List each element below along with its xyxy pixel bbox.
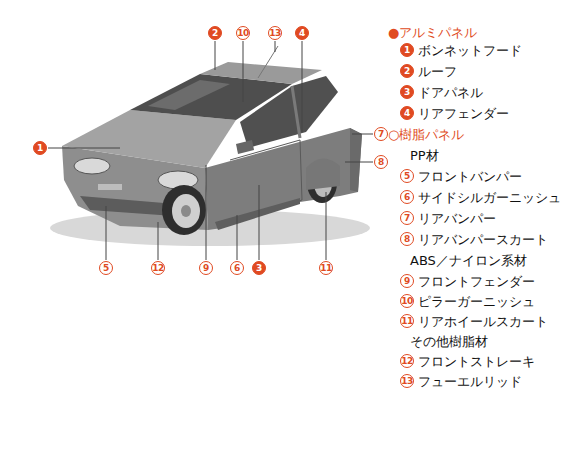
- part-name: ピラーガーニッシュ: [418, 295, 535, 308]
- part-name: リアフェンダー: [418, 107, 509, 120]
- callout-number: 12: [151, 261, 165, 275]
- part-name: フロントストレーキ: [418, 355, 535, 368]
- callout-number: 11: [319, 261, 333, 275]
- callout-number: 7: [374, 127, 388, 141]
- list-number: 2: [400, 64, 414, 78]
- part-name: ルーフ: [418, 65, 457, 78]
- callout-number: 10: [236, 26, 250, 40]
- part-name: その他樹脂材: [410, 335, 488, 348]
- part-name: ボンネットフード: [418, 44, 522, 57]
- part-name: ドアパネル: [418, 86, 483, 99]
- list-number: 10: [400, 294, 414, 308]
- group-heading: ○樹脂パネル: [388, 128, 464, 141]
- callout-number: 9: [199, 261, 213, 275]
- part-name: フロントバンパー: [418, 170, 522, 183]
- part-name: フロントフェンダー: [418, 275, 535, 288]
- list-number: 7: [400, 211, 414, 225]
- part-name: リアバンパースカート: [418, 233, 548, 246]
- callout-number: 3: [252, 261, 266, 275]
- list-number: 3: [400, 85, 414, 99]
- list-number: 9: [400, 274, 414, 288]
- part-name: PP材: [410, 149, 439, 162]
- list-number: 8: [400, 232, 414, 246]
- callout-number: 5: [99, 261, 113, 275]
- group-heading: ●アルミパネル: [388, 26, 477, 39]
- callout-number: 1: [33, 141, 47, 155]
- callout-number: 4: [295, 26, 309, 40]
- list-number: 4: [400, 106, 414, 120]
- part-name: サイドシルガーニッシュ: [418, 191, 561, 204]
- part-name: ABS／ナイロン系材: [410, 254, 527, 267]
- list-number: 5: [400, 169, 414, 183]
- list-number: 11: [400, 314, 414, 328]
- list-number: 6: [400, 190, 414, 204]
- list-number: 12: [400, 354, 414, 368]
- part-name: フューエルリッド: [418, 375, 522, 388]
- part-name: リアバンパー: [418, 212, 496, 225]
- callout-number: 6: [230, 261, 244, 275]
- callout-number: 8: [374, 155, 388, 169]
- list-number: 13: [400, 374, 414, 388]
- part-name: リアホイールスカート: [418, 315, 548, 328]
- callout-number: 2: [208, 26, 222, 40]
- list-number: 1: [400, 43, 414, 57]
- callout-number: 13: [268, 26, 282, 40]
- leader-lines: [48, 41, 373, 260]
